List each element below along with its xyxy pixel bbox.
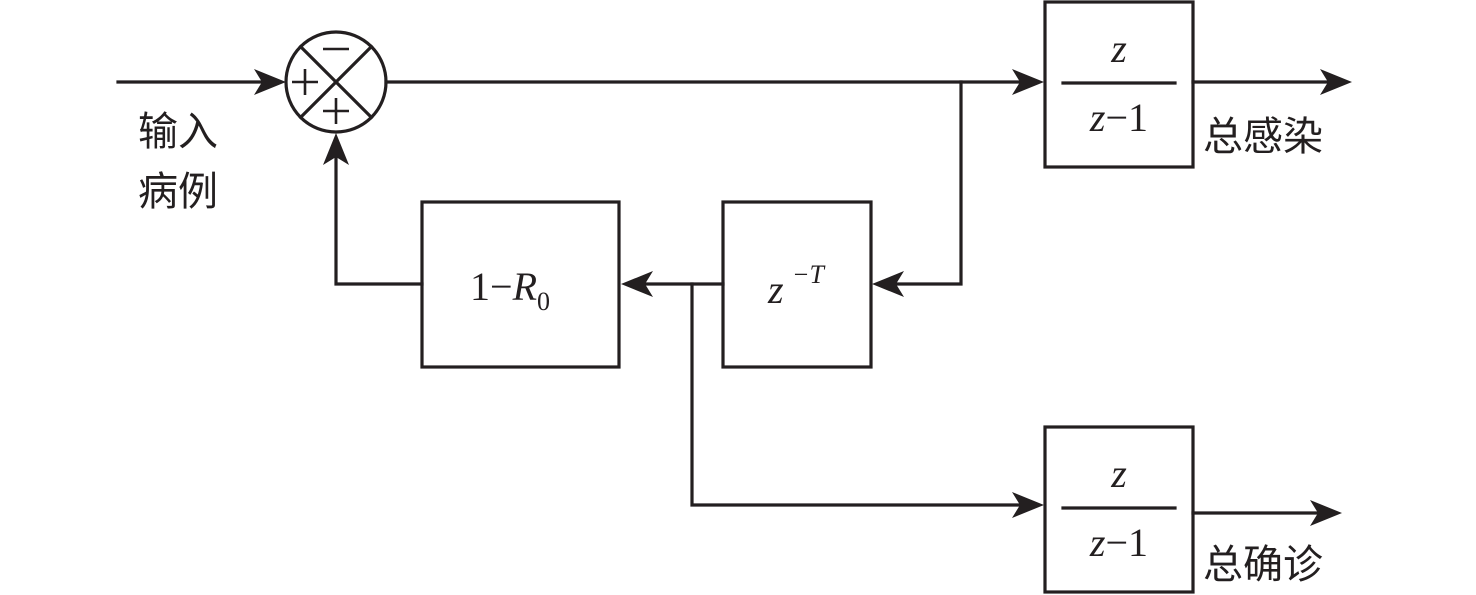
output-confirmed-label: 总确诊: [1203, 542, 1323, 588]
input-label-line2: 病例: [138, 169, 218, 215]
accumulator-infected-denominator: z−1: [1089, 95, 1148, 140]
output-infected-label: 总感染: [1203, 114, 1323, 160]
accumulator-confirmed-numerator: z: [1110, 451, 1127, 496]
gain-box: [420, 200, 621, 369]
delay-input-arrowhead: [872, 271, 904, 297]
feedback-return-arrowhead: [323, 133, 349, 165]
gain-prefix: 1−: [470, 264, 513, 309]
input-arrowhead: [254, 69, 286, 95]
output-infected-arrowhead: [1320, 69, 1352, 95]
gain-label: 1−R0: [470, 264, 550, 316]
delay-exponent: −T: [792, 260, 826, 289]
confirmed-input-arrowhead: [1012, 492, 1044, 518]
accumulator-confirmed-denominator: z−1: [1089, 520, 1148, 565]
accumulator-infected-numerator: z: [1110, 26, 1127, 71]
gain-symbol: R: [512, 264, 537, 309]
delay-base: z: [767, 267, 784, 312]
summing-cross-line-2: [298, 44, 374, 120]
output-confirmed-arrowhead: [1310, 500, 1342, 526]
input-label-line1: 输入: [138, 109, 218, 155]
confirmed-branch-line: [690, 282, 1030, 507]
feedback-branch-line: [884, 80, 963, 286]
gain-subscript: 0: [537, 287, 550, 316]
feedback-return-line: [334, 146, 424, 286]
delay-box: [721, 200, 873, 369]
forward-arrowhead: [1012, 69, 1044, 95]
summing-junction: [284, 30, 388, 134]
gain-input-arrowhead: [621, 271, 653, 297]
